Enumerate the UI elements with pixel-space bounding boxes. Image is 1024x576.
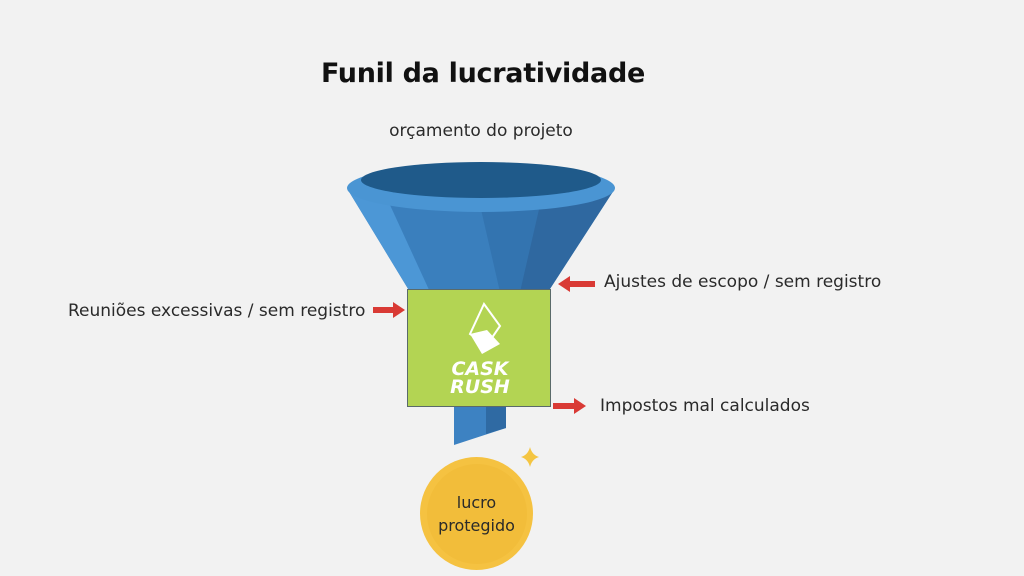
right-arrow-icon xyxy=(553,398,586,414)
caskrush-filter: CASK RUSH xyxy=(407,289,551,407)
leak-label-meetings: Reuniões excessivas / sem registro xyxy=(68,301,366,321)
right-arrow-icon xyxy=(373,302,405,318)
svg-text:RUSH: RUSH xyxy=(450,376,510,398)
cube-cup-icon: CASK RUSH xyxy=(450,302,510,398)
sparkle-icon xyxy=(521,447,539,467)
coin-label-line1: lucro xyxy=(456,492,497,512)
funnel-input-label: orçamento do projeto xyxy=(389,121,573,141)
coin-label-line2: protegido xyxy=(438,515,515,535)
svg-text:CASK: CASK xyxy=(451,358,509,380)
left-arrow-icon xyxy=(558,276,595,292)
leak-label-taxes: Impostos mal calculados xyxy=(600,396,810,416)
leak-label-scope: Ajustes de escopo / sem registro xyxy=(604,272,882,292)
profit-coin: lucro protegido xyxy=(420,457,533,570)
diagram-title: Funil da lucratividade xyxy=(320,58,646,89)
